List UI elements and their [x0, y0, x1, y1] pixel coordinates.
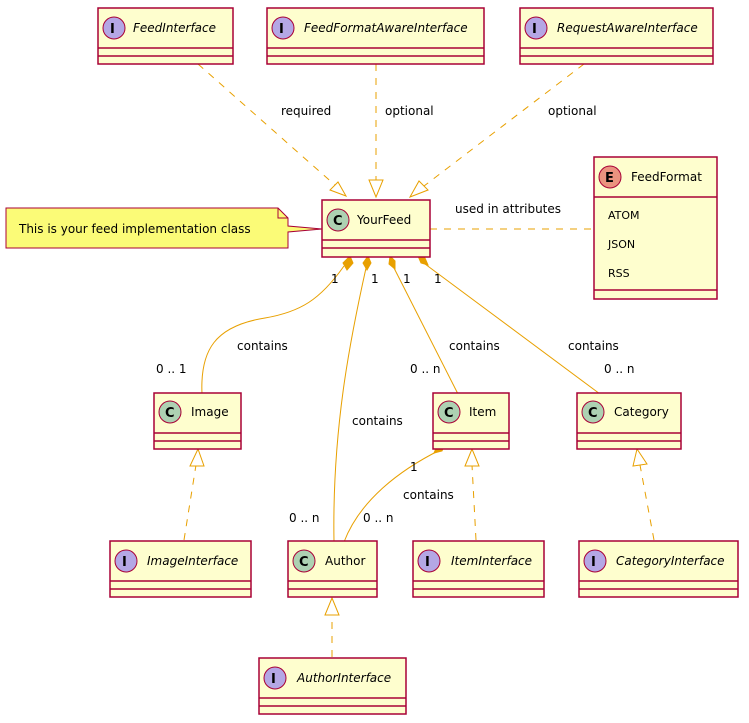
- class-name: ItemInterface: [451, 554, 532, 568]
- multiplicity-category-end: 0 .. n: [604, 362, 635, 376]
- class-image: C Image: [153, 392, 242, 450]
- realization-arrow-author: [324, 596, 340, 616]
- edge-imageinterface-image: [183, 464, 197, 541]
- class-badge: [437, 400, 461, 424]
- class-yourfeed: C YourFeed: [321, 199, 431, 258]
- interface-badge: [263, 666, 287, 690]
- label-optional-2: optional: [548, 104, 597, 118]
- interface-badge: [417, 549, 441, 573]
- enum-value-json: JSON: [607, 238, 635, 251]
- class-categoryinterface: I CategoryInterface: [578, 540, 739, 598]
- edge-requestaware-yourfeed: [423, 63, 585, 187]
- class-feedinterface: I FeedInterface: [97, 7, 234, 65]
- class-name: Category: [614, 405, 669, 419]
- realization-arrow-item: [464, 447, 480, 467]
- interface-badge: [114, 549, 138, 573]
- interface-badge: [102, 16, 126, 40]
- edge-feedinterface-yourfeed: [197, 63, 337, 187]
- realization-arrow-feedinterface: [329, 181, 348, 197]
- class-name: FeedFormatAwareInterface: [304, 21, 468, 35]
- label-contains-category: contains: [568, 339, 619, 353]
- interface-badge: [524, 16, 548, 40]
- class-author: C Author: [287, 540, 378, 598]
- class-badge: [581, 400, 605, 424]
- class-imageinterface: I ImageInterface: [109, 540, 252, 598]
- multiplicity-item-author-start: 1: [410, 460, 418, 474]
- label-contains-item-author: contains: [403, 488, 454, 502]
- realization-arrow-requestaware: [408, 180, 429, 198]
- realization-arrow-category: [632, 447, 648, 467]
- composition-diamond-author: [362, 254, 372, 272]
- class-name: CategoryInterface: [616, 554, 725, 568]
- multiplicity-yf-category: 1: [434, 272, 442, 286]
- class-name: FeedFormat: [631, 170, 702, 184]
- class-name: Author: [325, 554, 365, 568]
- interface-badge: [271, 16, 295, 40]
- svg-text:I: I: [110, 22, 115, 37]
- composition-diamond-image: [342, 255, 354, 271]
- svg-text:C: C: [588, 406, 598, 421]
- edge-yourfeed-image: [201, 265, 345, 395]
- class-requestawareinterface: I RequestAwareInterface: [519, 7, 714, 65]
- label-optional-1: optional: [385, 104, 434, 118]
- class-iteminterface: I ItemInterface: [412, 540, 545, 598]
- multiplicity-item-end: 0 .. n: [410, 362, 441, 376]
- label-contains-author: contains: [352, 414, 403, 428]
- class-badge: [326, 208, 350, 232]
- svg-text:I: I: [425, 555, 430, 570]
- label-contains-image: contains: [237, 339, 288, 353]
- svg-text:I: I: [271, 672, 276, 687]
- class-name: RequestAwareInterface: [557, 21, 698, 35]
- svg-text:E: E: [605, 171, 614, 186]
- svg-text:C: C: [444, 406, 454, 421]
- multiplicity-image-end: 0 .. 1: [156, 362, 187, 376]
- class-item: C Item: [432, 392, 510, 450]
- class-name: Item: [469, 405, 496, 419]
- edge-yourfeed-author: [333, 267, 367, 543]
- class-authorinterface: I AuthorInterface: [258, 657, 407, 715]
- class-category: C Category: [576, 392, 682, 450]
- enum-feedformat: E FeedFormat ATOM JSON RSS: [593, 156, 718, 300]
- svg-text:I: I: [279, 22, 284, 37]
- svg-text:C: C: [165, 406, 175, 421]
- svg-text:C: C: [333, 214, 343, 229]
- multiplicity-yf-item: 1: [403, 272, 411, 286]
- svg-text:C: C: [299, 555, 309, 570]
- realization-arrow-feedformataware: [368, 179, 384, 199]
- multiplicity-yf-author: 1: [371, 272, 379, 286]
- class-feedformatawareinterface: I FeedFormatAwareInterface: [266, 7, 485, 65]
- edge-iteminterface-item: [471, 464, 477, 541]
- enum-badge: [598, 165, 622, 189]
- note-text: This is your feed implementation class: [18, 222, 251, 236]
- label-used-in-attributes: used in attributes: [455, 202, 561, 216]
- edge-yourfeed-item: [393, 267, 459, 395]
- svg-text:I: I: [532, 22, 537, 37]
- enum-value-rss: RSS: [608, 267, 630, 280]
- svg-text:I: I: [591, 555, 596, 570]
- note: This is your feed implementation class: [5, 207, 323, 249]
- class-name: FeedInterface: [133, 21, 216, 35]
- realization-arrow-image: [189, 447, 205, 467]
- multiplicity-author-end-item: 0 .. n: [363, 511, 394, 525]
- class-badge: [158, 400, 182, 424]
- multiplicity-author-end-yf: 0 .. n: [289, 511, 320, 525]
- composition-diamond-item: [388, 254, 396, 271]
- edge-categoryinterface-category: [639, 464, 655, 541]
- enum-value-atom: ATOM: [608, 209, 640, 222]
- class-name: Image: [191, 405, 229, 419]
- label-contains-item: contains: [449, 339, 500, 353]
- edge-yourfeed-category: [424, 263, 601, 395]
- class-badge: [292, 549, 316, 573]
- class-name: YourFeed: [356, 213, 411, 227]
- svg-text:I: I: [122, 555, 127, 570]
- multiplicity-yf-image: 1: [331, 272, 339, 286]
- interface-badge: [583, 549, 607, 573]
- edge-item-author: [343, 449, 441, 543]
- label-required: required: [281, 104, 331, 118]
- class-name: AuthorInterface: [296, 671, 391, 685]
- class-name: ImageInterface: [147, 554, 238, 568]
